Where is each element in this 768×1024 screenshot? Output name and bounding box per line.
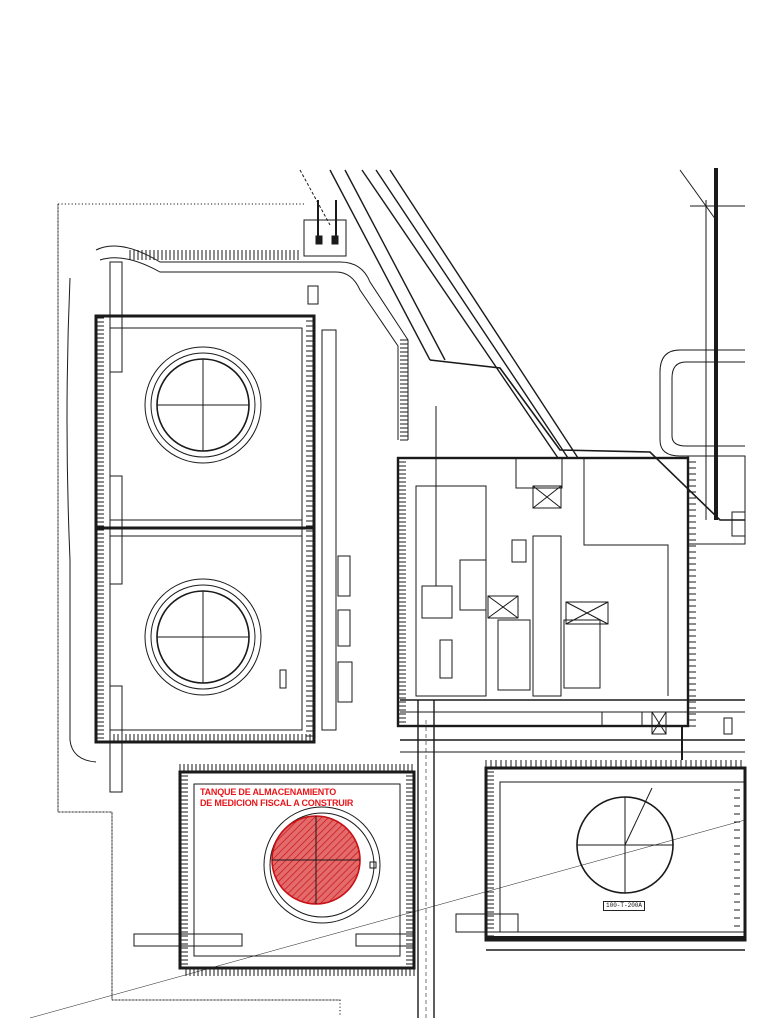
fiscal-measurement-tank [263,806,381,924]
fiscal-tank-annotation: TANQUE DE ALMACENAMIENTO DE MEDICION FIS… [200,787,353,809]
tank-1 [144,346,262,464]
pipe-corridor-bend [429,359,745,521]
gate-house [303,219,347,257]
tank-3 [576,787,674,894]
tank-dike-southeast-outer [484,766,747,942]
service-road-strip [321,329,337,731]
access-road [95,245,409,440]
process-area [396,456,690,728]
property-boundary-edge [57,204,340,1001]
fiscal-tank-dike-outer [178,770,416,970]
pipe-corridor [329,169,579,459]
tank-tag-label: 100-T-200A [603,901,646,911]
access-road-inner [99,257,399,440]
annotation-line-1: TANQUE DE ALMACENAMIENTO [200,787,337,797]
east-road [659,349,745,457]
slope-hatch-ticks [96,250,742,976]
tank-2 [144,578,262,696]
fiscal-tank-dike-inner [193,783,401,957]
annotation-line-2: DE MEDICION FISCAL A CONSTRUIR [200,798,354,808]
